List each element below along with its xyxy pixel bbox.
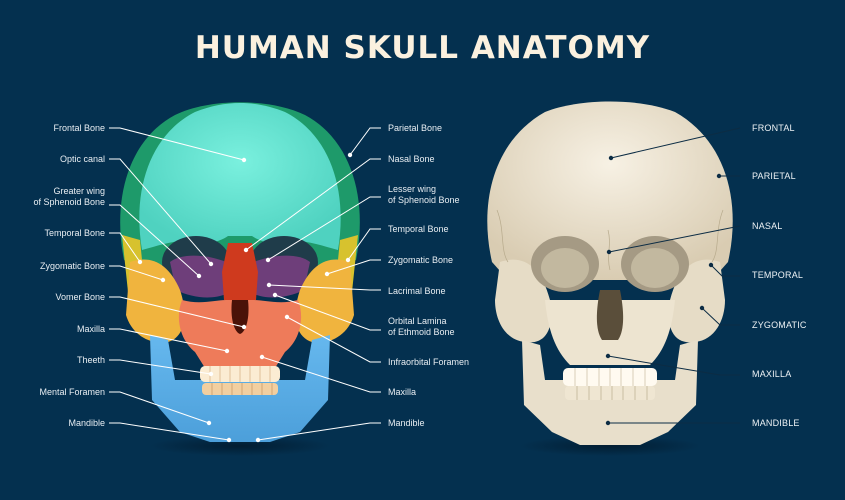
label-temporal-bone-left: Temporal Bone xyxy=(44,228,105,238)
label-parietal-bone: Parietal Bone xyxy=(388,123,443,133)
page-title: HUMAN SKULL ANATOMY xyxy=(194,30,651,66)
label-infraorbital-foramen: Infraorbital Foramen xyxy=(388,357,470,367)
label-frontal: FRONTAL xyxy=(752,123,795,133)
label-mandible-right: Mandible xyxy=(388,418,425,428)
label-zygomatic-bone-left: Zygomatic Bone xyxy=(39,261,105,271)
label-parietal: PARIETAL xyxy=(752,171,796,181)
label-mental-foramen: Mental Foramen xyxy=(39,387,105,397)
label-temporal-bone-right: Temporal Bone xyxy=(388,224,449,234)
label-zygomatic-bone-right: Zygomatic Bone xyxy=(388,255,454,265)
label-maxilla-left: Maxilla xyxy=(76,324,105,334)
teeth-upper xyxy=(200,366,280,395)
label-vomer-bone: Vomer Bone xyxy=(55,292,105,302)
label-maxilla-right: Maxilla xyxy=(388,387,417,397)
label-lacrimal-bone: Lacrimal Bone xyxy=(388,286,446,296)
label-nasal: NASAL xyxy=(752,221,783,231)
label-temporal: TEMPORAL xyxy=(752,270,804,280)
natural-skull xyxy=(487,101,741,456)
label-mandible: MANDIBLE xyxy=(752,418,800,428)
label-mandible-left: Mandible xyxy=(68,418,105,428)
label-maxilla: MAXILLA xyxy=(752,369,792,379)
label-teeth: Theeth xyxy=(76,355,105,365)
colored-skull xyxy=(109,102,381,456)
label-frontal-bone: Frontal Bone xyxy=(53,123,105,133)
label-optic-canal: Optic canal xyxy=(59,154,105,164)
label-nasal-bone: Nasal Bone xyxy=(388,154,435,164)
label-zygomatic: ZYGOMATIC xyxy=(752,320,807,330)
